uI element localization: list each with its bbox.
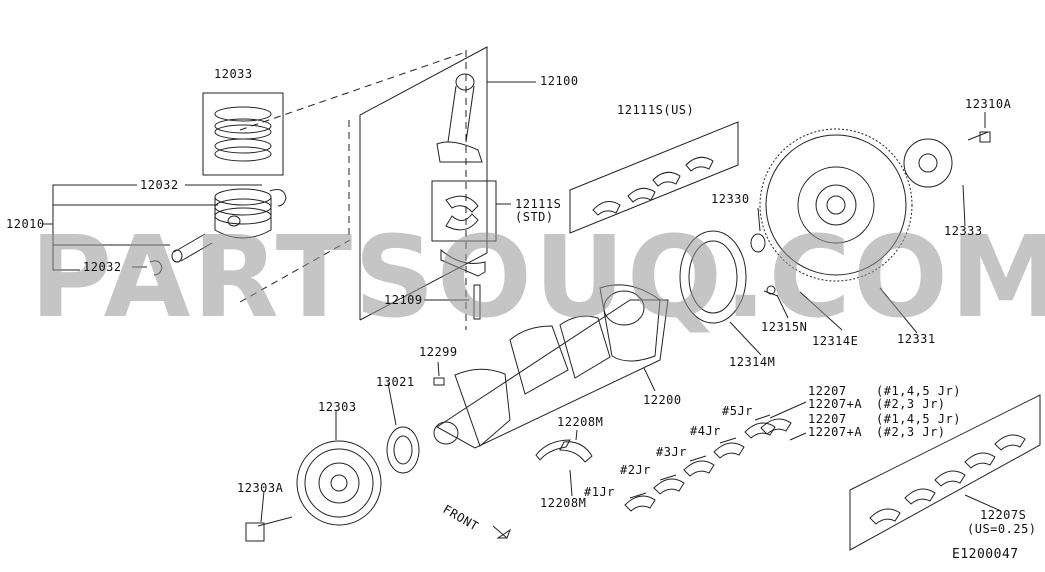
reinforcement-plate[interactable] <box>903 138 953 188</box>
callout-12010[interactable]: 12010 <box>6 217 45 231</box>
main-bearings-row[interactable] <box>624 401 807 512</box>
piston-pin[interactable] <box>171 233 213 263</box>
callout-12032-top[interactable]: 12032 <box>140 178 179 192</box>
callout-12299[interactable]: 12299 <box>419 345 458 359</box>
callout-12207s[interactable]: 12207S <box>980 508 1027 522</box>
callout-12207-a-note: (#1,4,5 Jr) <box>876 384 961 398</box>
callout-12310a[interactable]: 12310A <box>965 97 1012 111</box>
leader-lines-center <box>260 361 656 523</box>
pulley-bolt[interactable] <box>245 516 293 542</box>
callout-12100[interactable]: 12100 <box>540 74 579 88</box>
main-bearing-us-box[interactable] <box>849 394 1041 551</box>
journal-label-2: #2Jr <box>620 463 651 477</box>
snap-ring-top[interactable] <box>269 189 287 207</box>
connecting-rod-assembly-frame <box>239 46 536 330</box>
callout-13021[interactable]: 13021 <box>376 375 415 389</box>
piston[interactable] <box>214 188 272 239</box>
callout-12200[interactable]: 12200 <box>643 393 682 407</box>
crank-sprocket[interactable] <box>386 426 420 474</box>
front-arrow-icon <box>492 525 512 539</box>
callout-12330[interactable]: 12330 <box>711 192 750 206</box>
rod-bearing-us-box[interactable] <box>569 121 739 234</box>
callout-12033[interactable]: 12033 <box>214 67 253 81</box>
rod-cap[interactable] <box>440 248 486 277</box>
signal-plate[interactable] <box>679 230 747 324</box>
journal-label-5: #5Jr <box>722 404 753 418</box>
signal-plate-bolt[interactable] <box>763 285 779 297</box>
piston-ring-set[interactable] <box>202 92 284 176</box>
snap-ring-bottom[interactable] <box>149 260 163 276</box>
thrust-washers[interactable] <box>535 439 593 463</box>
callout-12333[interactable]: 12333 <box>944 224 983 238</box>
callout-12208m-bottom[interactable]: 12208M <box>540 496 587 510</box>
journal-label-1: #1Jr <box>584 485 615 499</box>
callout-12207a-a-note: (#2,3 Jr) <box>876 397 946 411</box>
flywheel-bolt[interactable] <box>967 131 991 143</box>
callout-12111s-std[interactable]: 12111S <box>515 197 562 211</box>
drive-plate[interactable] <box>759 128 913 282</box>
rod-bolt[interactable] <box>424 284 481 320</box>
journal-label-4: #4Jr <box>690 424 721 438</box>
leader-lines-right <box>729 112 986 356</box>
crankshaft-key[interactable] <box>433 377 445 386</box>
pilot-bushing[interactable] <box>750 233 766 253</box>
piston-bracket-lines <box>42 184 262 271</box>
callout-12207a-b[interactable]: 12207+A <box>808 425 863 439</box>
callout-12207-b[interactable]: 12207 <box>808 412 847 426</box>
connecting-rod[interactable] <box>436 73 483 163</box>
crank-pulley[interactable] <box>296 440 382 526</box>
rod-bearing-std-box[interactable] <box>431 180 511 242</box>
callout-12207-b-note: (#1,4,5 Jr) <box>876 412 961 426</box>
journal-label-3: #3Jr <box>656 445 687 459</box>
callout-12111s-std-note: (STD) <box>515 210 554 224</box>
callout-12315n[interactable]: 12315N <box>761 320 808 334</box>
crankshaft[interactable] <box>433 284 669 449</box>
callout-12207a-b-note: (#2,3 Jr) <box>876 425 946 439</box>
callout-12303[interactable]: 12303 <box>318 400 357 414</box>
callout-12331[interactable]: 12331 <box>897 332 936 346</box>
callout-12208m-top[interactable]: 12208M <box>557 415 604 429</box>
callout-12111s-us[interactable]: 12111S(US) <box>617 103 695 117</box>
callout-12207-a[interactable]: 12207 <box>808 384 847 398</box>
callout-12109[interactable]: 12109 <box>384 293 423 307</box>
callout-12303a[interactable]: 12303A <box>237 481 284 495</box>
callout-12314e[interactable]: 12314E <box>812 334 859 348</box>
callout-12207s-note: (US=0.25) <box>967 522 1037 536</box>
diagram-code: E1200047 <box>952 547 1019 562</box>
callout-12032-bottom[interactable]: 12032 <box>83 260 122 274</box>
callout-12207a-a[interactable]: 12207+A <box>808 397 863 411</box>
callout-12314m[interactable]: 12314M <box>729 355 776 369</box>
